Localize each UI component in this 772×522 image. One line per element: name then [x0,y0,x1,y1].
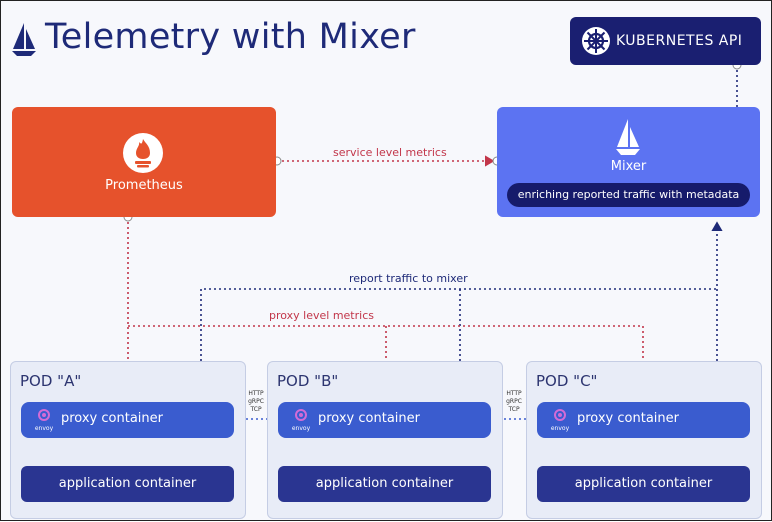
proxy-container-label: proxy container [61,411,163,426]
envoy-icon: envoy [31,407,57,433]
istio-sail-icon [616,119,640,155]
mixer-box: Mixer enriching reported traffic with me… [497,107,760,217]
prometheus-flame-icon [123,133,163,173]
prometheus-box: Prometheus [12,107,276,217]
application-container: application container [278,466,491,502]
pod-c: POD "C" envoy proxy container applicatio… [526,361,762,519]
envoy-icon: envoy [547,407,573,433]
proxy-container: envoy proxy container [537,402,750,438]
mixer-metadata-pill: enriching reported traffic with metadata [507,183,750,207]
proxy-metrics-label: proxy level metrics [269,309,374,322]
kubernetes-helm-icon [582,27,610,55]
report-traffic-line [200,288,717,401]
prometheus-label: Prometheus [105,178,183,193]
service-metrics-label: service level metrics [333,146,447,159]
page-title: Telemetry with Mixer [45,17,416,57]
pod-label: POD "C" [536,372,598,390]
proxy-container: envoy proxy container [278,402,491,438]
envoy-icon: envoy [288,407,314,433]
pod-label: POD "B" [277,372,339,390]
proxy-container: envoy proxy container [21,402,234,438]
report-traffic-label: report traffic to mixer [349,272,468,285]
pod-b: POD "B" envoy proxy container applicatio… [267,361,503,519]
proxy-container-label: proxy container [577,411,679,426]
kubernetes-api-box: KUBERNETES API [570,17,761,65]
application-container: application container [537,466,750,502]
pod-label: POD "A" [20,372,82,390]
proxy-container-label: proxy container [318,411,420,426]
pod-a: POD "A" envoy proxy container applicatio… [10,361,246,519]
istio-sail-icon [12,23,36,56]
application-container: application container [21,466,234,502]
kubernetes-api-label: KUBERNETES API [616,33,743,49]
mixer-label: Mixer [610,159,647,174]
